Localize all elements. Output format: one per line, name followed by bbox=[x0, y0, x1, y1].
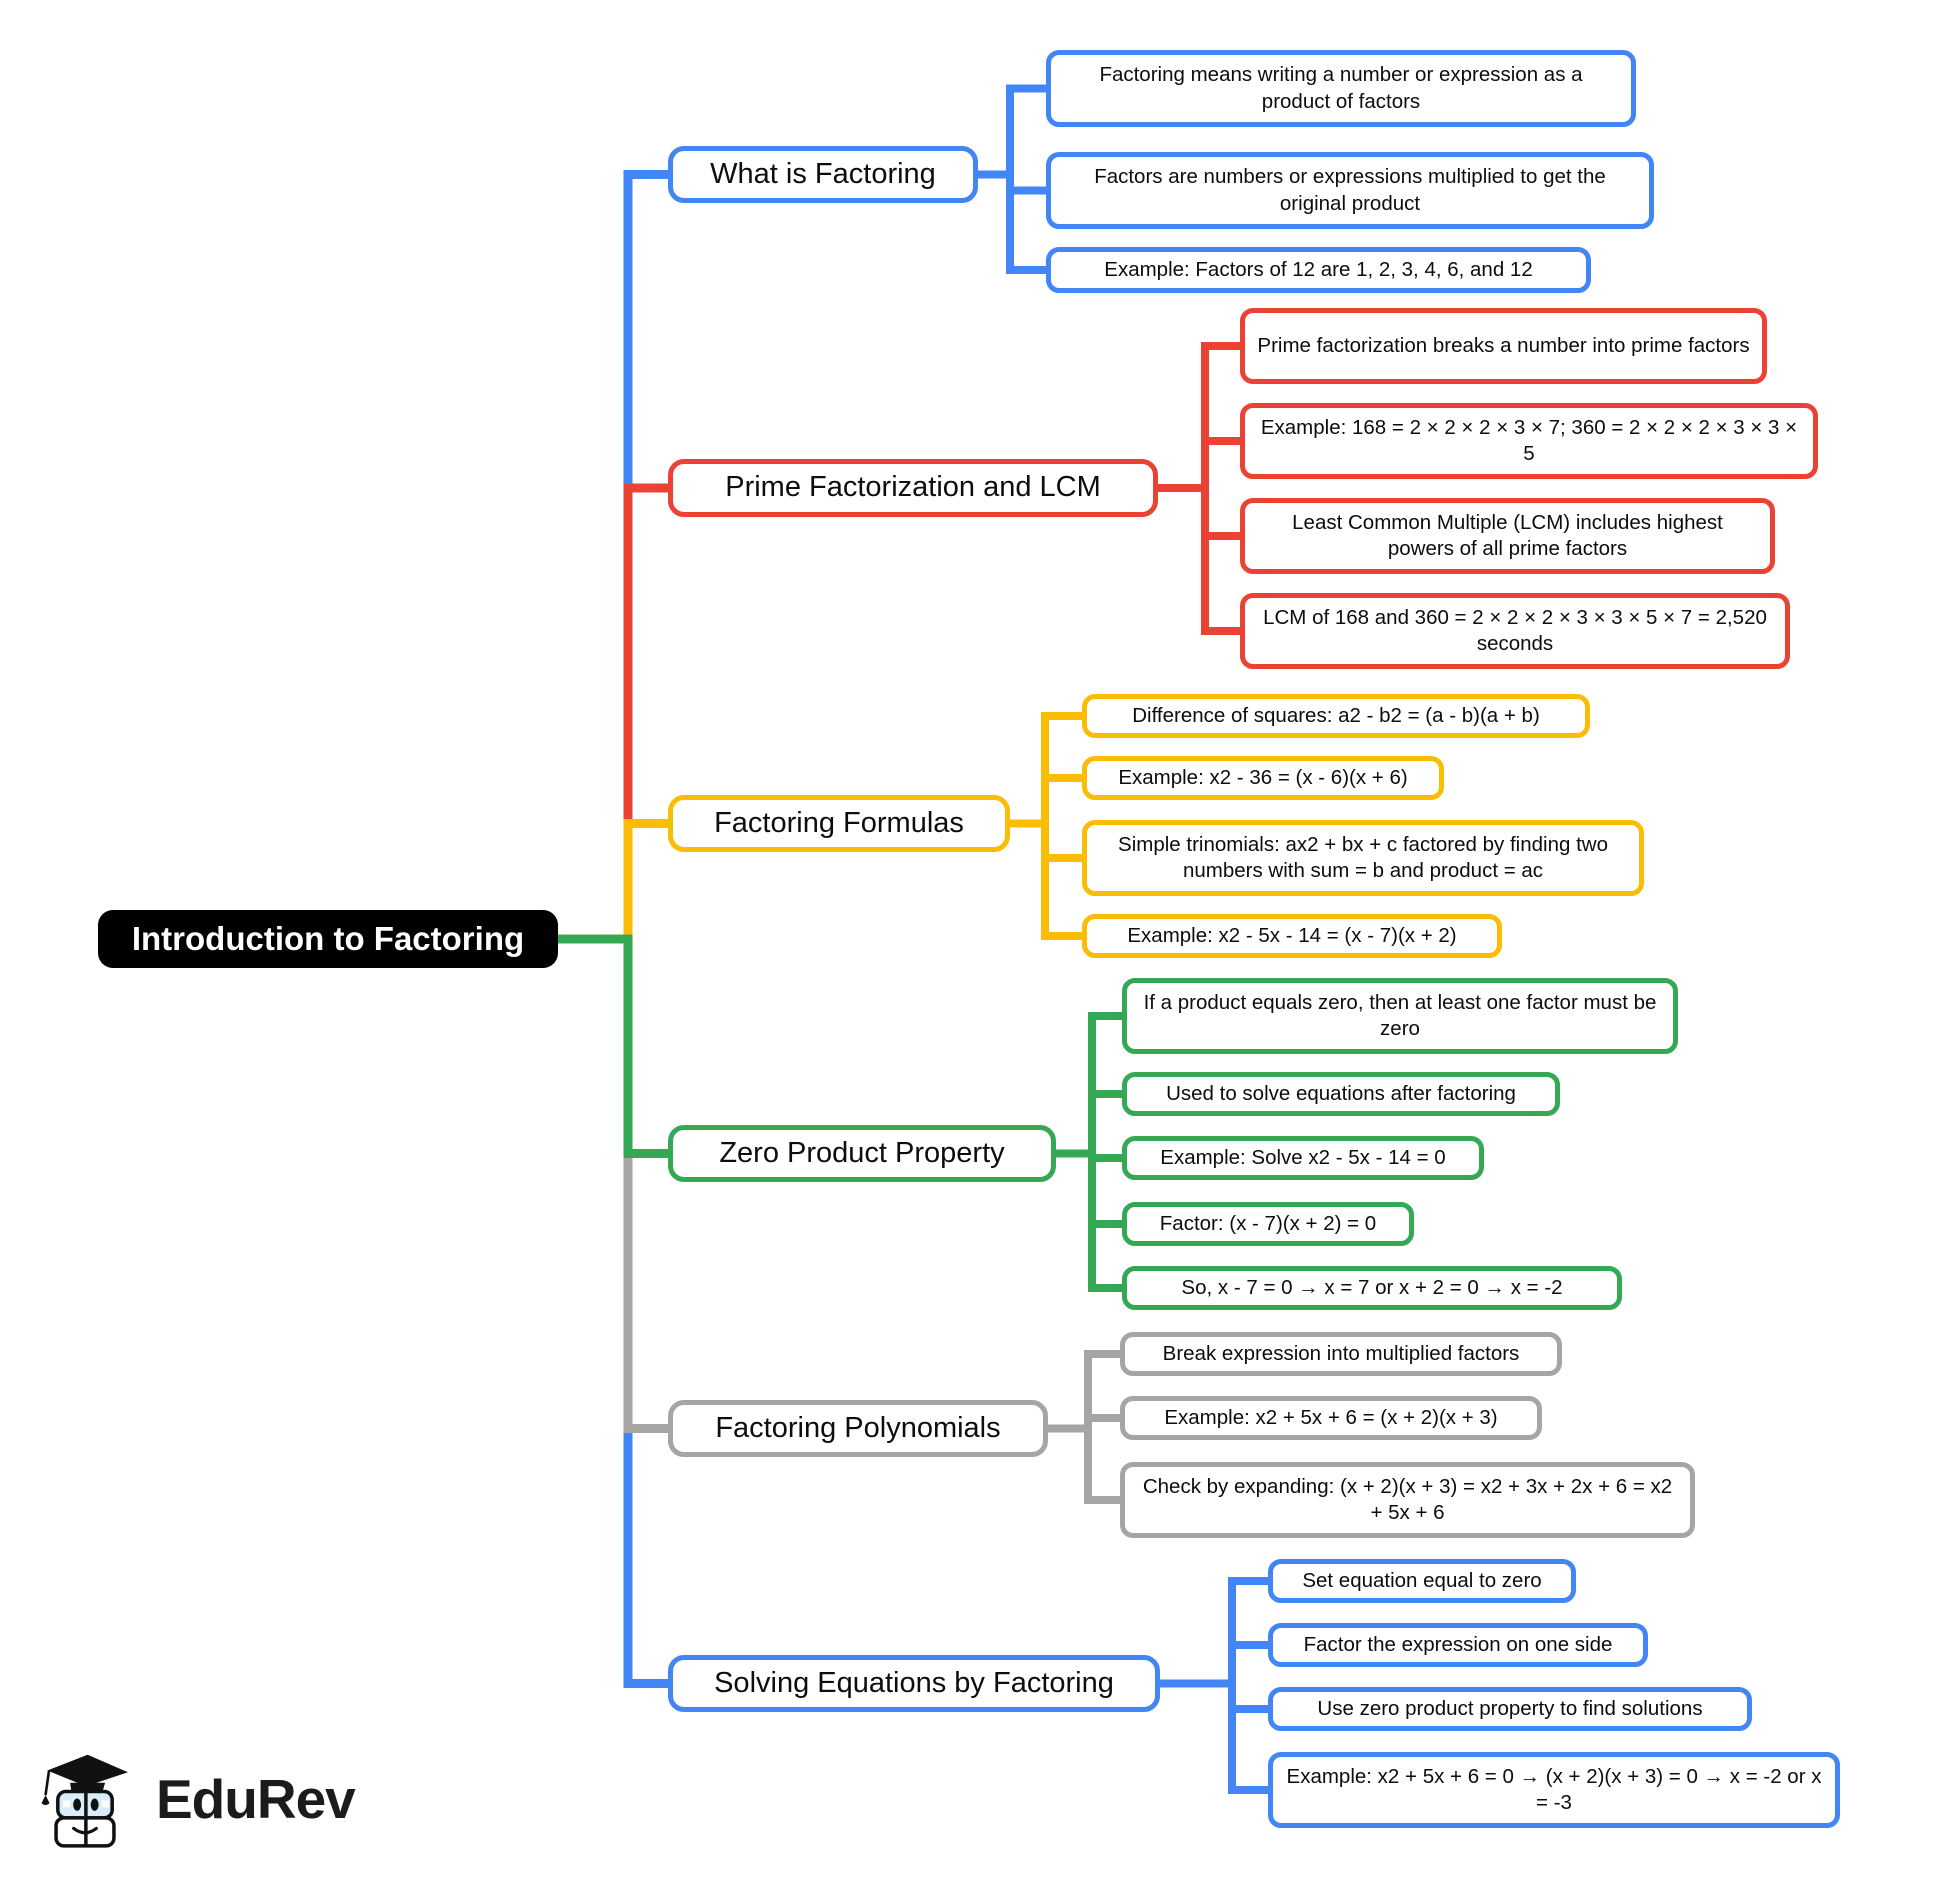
node-solving-equations-by-factoring-child-1: Set equation equal to zero bbox=[1268, 1559, 1576, 1603]
node-label: Example: Solve x2 - 5x - 14 = 0 bbox=[1160, 1145, 1446, 1169]
node-label: Factoring means writing a number or expr… bbox=[1099, 63, 1583, 113]
node-prime-factorization-and-lcm-child-1: Prime factorization breaks a number into… bbox=[1240, 308, 1767, 384]
node-factoring-formulas-child-3: Simple trinomials: ax2 + bx + c factored… bbox=[1082, 820, 1644, 896]
branch-title-prime-factorization-and-lcm: Prime Factorization and LCM bbox=[668, 459, 1158, 517]
node-factoring-polynomials-child-2: Example: x2 + 5x + 6 = (x + 2)(x + 3) bbox=[1120, 1396, 1542, 1440]
node-factoring-formulas-child-1: Difference of squares: a2 - b2 = (a - b)… bbox=[1082, 694, 1590, 738]
node-label: Factor the expression on one side bbox=[1303, 1632, 1613, 1656]
edurev-logo: EduRev bbox=[28, 1744, 356, 1854]
node-label: Prime factorization breaks a number into… bbox=[1257, 333, 1750, 357]
node-factoring-polynomials-child-1: Break expression into multiplied factors bbox=[1120, 1332, 1562, 1376]
node-what-is-factoring-child-1: Factoring means writing a number or expr… bbox=[1046, 50, 1636, 127]
node-label: Check by expanding: (x + 2)(x + 3) = x2 … bbox=[1142, 1474, 1673, 1524]
node-prime-factorization-and-lcm-child-3: Least Common Multiple (LCM) includes hig… bbox=[1240, 498, 1775, 574]
node-label: Factor: (x - 7)(x + 2) = 0 bbox=[1159, 1211, 1377, 1235]
node-label: Set equation equal to zero bbox=[1302, 1568, 1542, 1592]
node-what-is-factoring-child-3: Example: Factors of 12 are 1, 2, 3, 4, 6… bbox=[1046, 247, 1591, 293]
node-factoring-formulas-child-2: Example: x2 - 36 = (x - 6)(x + 6) bbox=[1082, 756, 1444, 800]
node-what-is-factoring-child-2: Factors are numbers or expressions multi… bbox=[1046, 152, 1654, 229]
node-label: Solving Equations by Factoring bbox=[714, 1666, 1114, 1699]
node-label: Factors are numbers or expressions multi… bbox=[1094, 165, 1606, 215]
branch-title-factoring-formulas: Factoring Formulas bbox=[668, 795, 1010, 852]
node-zero-product-property-child-3: Example: Solve x2 - 5x - 14 = 0 bbox=[1122, 1136, 1484, 1180]
root-node: Introduction to Factoring bbox=[98, 910, 558, 968]
node-zero-product-property-child-1: If a product equals zero, then at least … bbox=[1122, 978, 1678, 1054]
node-label: LCM of 168 and 360 = 2 × 2 × 2 × 3 × 3 ×… bbox=[1263, 605, 1767, 655]
branch-title-solving-equations-by-factoring: Solving Equations by Factoring bbox=[668, 1655, 1160, 1712]
node-label: Example: Factors of 12 are 1, 2, 3, 4, 6… bbox=[1104, 257, 1533, 281]
branch-title-what-is-factoring: What is Factoring bbox=[668, 146, 978, 203]
node-solving-equations-by-factoring-child-4: Example: x2 + 5x + 6 = 0 → (x + 2)(x + 3… bbox=[1268, 1752, 1840, 1828]
node-zero-product-property-child-2: Used to solve equations after factoring bbox=[1122, 1072, 1560, 1116]
branch-title-factoring-polynomials: Factoring Polynomials bbox=[668, 1400, 1048, 1457]
node-label: What is Factoring bbox=[710, 157, 936, 190]
node-label: Break expression into multiplied factors bbox=[1162, 1341, 1520, 1365]
node-label: Zero Product Property bbox=[719, 1136, 1005, 1169]
edurev-brand-text: EduRev bbox=[156, 1768, 356, 1830]
node-label: Factoring Formulas bbox=[714, 806, 964, 839]
node-label: Used to solve equations after factoring bbox=[1166, 1081, 1516, 1105]
node-factoring-formulas-child-4: Example: x2 - 5x - 14 = (x - 7)(x + 2) bbox=[1082, 914, 1502, 958]
node-prime-factorization-and-lcm-child-4: LCM of 168 and 360 = 2 × 2 × 2 × 3 × 3 ×… bbox=[1240, 593, 1790, 669]
node-label: Use zero product property to find soluti… bbox=[1317, 1696, 1703, 1720]
node-label: If a product equals zero, then at least … bbox=[1143, 990, 1657, 1040]
node-label: Difference of squares: a2 - b2 = (a - b)… bbox=[1132, 703, 1540, 727]
node-label: Example: x2 - 36 = (x - 6)(x + 6) bbox=[1118, 765, 1408, 789]
node-zero-product-property-child-4: Factor: (x - 7)(x + 2) = 0 bbox=[1122, 1202, 1414, 1246]
node-label: Example: x2 + 5x + 6 = (x + 2)(x + 3) bbox=[1164, 1405, 1498, 1429]
node-label: Example: x2 + 5x + 6 = 0 → (x + 2)(x + 3… bbox=[1286, 1764, 1822, 1814]
node-factoring-polynomials-child-3: Check by expanding: (x + 2)(x + 3) = x2 … bbox=[1120, 1462, 1695, 1538]
node-solving-equations-by-factoring-child-3: Use zero product property to find soluti… bbox=[1268, 1687, 1752, 1731]
node-label: Example: 168 = 2 × 2 × 2 × 3 × 7; 360 = … bbox=[1260, 415, 1798, 465]
node-solving-equations-by-factoring-child-2: Factor the expression on one side bbox=[1268, 1623, 1648, 1667]
node-label: Least Common Multiple (LCM) includes hig… bbox=[1292, 510, 1723, 560]
edurev-mascot-icon bbox=[41, 1754, 128, 1848]
root-label: Introduction to Factoring bbox=[131, 920, 525, 957]
node-zero-product-property-child-5: So, x - 7 = 0 → x = 7 or x + 2 = 0 → x =… bbox=[1122, 1266, 1622, 1310]
node-prime-factorization-and-lcm-child-2: Example: 168 = 2 × 2 × 2 × 3 × 7; 360 = … bbox=[1240, 403, 1818, 479]
node-label: Prime Factorization and LCM bbox=[725, 471, 1101, 504]
node-label: Factoring Polynomials bbox=[715, 1411, 1001, 1444]
node-label: Simple trinomials: ax2 + bx + c factored… bbox=[1118, 832, 1608, 882]
node-label: So, x - 7 = 0 → x = 7 or x + 2 = 0 → x =… bbox=[1181, 1275, 1563, 1299]
node-label: Example: x2 - 5x - 14 = (x - 7)(x + 2) bbox=[1127, 923, 1457, 947]
branch-title-zero-product-property: Zero Product Property bbox=[668, 1125, 1056, 1182]
